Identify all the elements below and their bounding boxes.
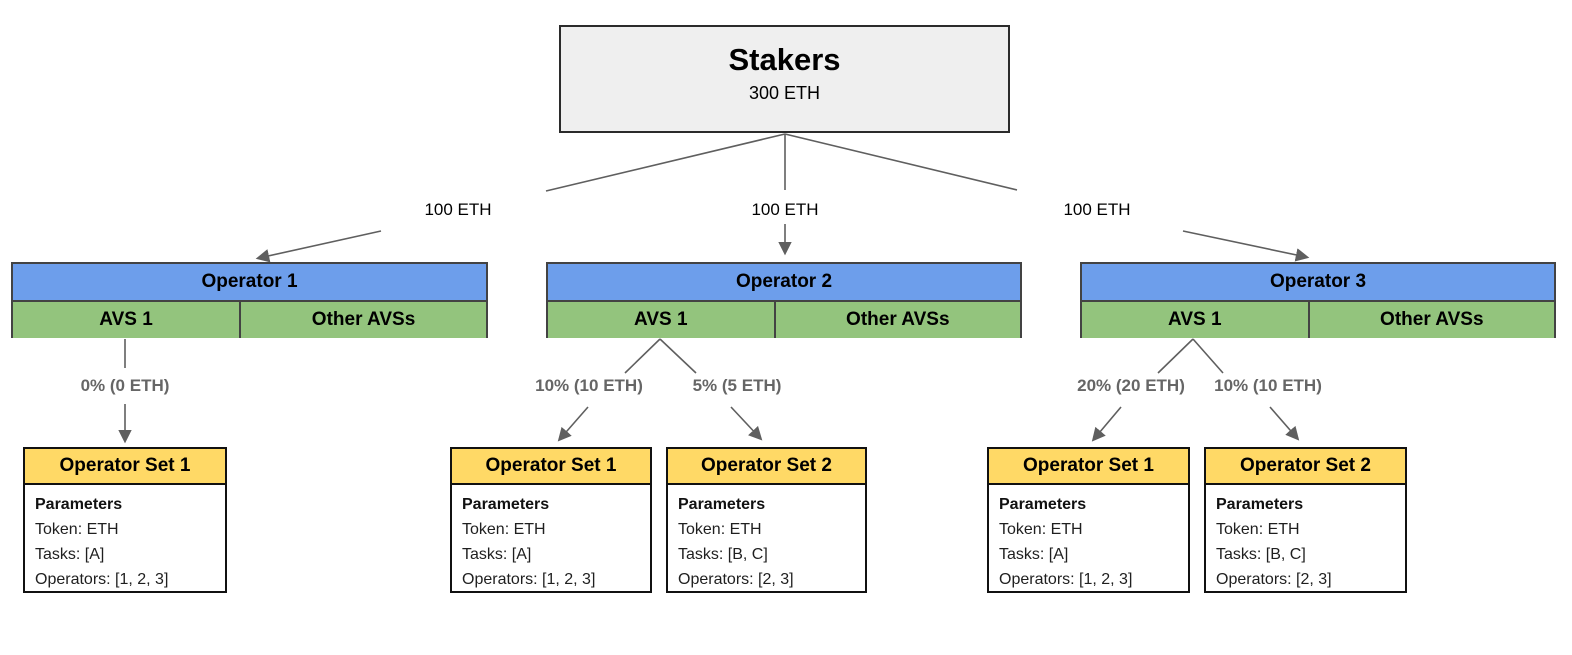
parameters-heading: Parameters [678, 496, 766, 513]
param-tasks: Tasks: [A] [462, 546, 532, 563]
param-token: Token: ETH [462, 521, 546, 538]
arrow-to-operator-3 [1182, 230, 1310, 262]
param-token: Token: ETH [35, 521, 119, 538]
param-operators: Operators: [2, 3] [678, 571, 794, 588]
operator-1-title: Operator 1 [13, 264, 486, 302]
op1-operator-set-1-box: Operator Set 1 Parameters Token: ETH Tas… [23, 447, 227, 593]
op2-operator-set-1-box: Operator Set 1 Parameters Token: ETH Tas… [450, 447, 652, 593]
allocation-label-op1-set1: 0% (0 ETH) [80, 376, 170, 395]
operator-1-avs1-cell: AVS 1 [13, 302, 242, 338]
operator-3-avs-row: AVS 1 Other AVSs [1082, 302, 1554, 338]
allocation-label-op3-set2: 10% (10 ETH) [1214, 376, 1322, 395]
stakers-title: Stakers [728, 42, 841, 77]
parameters-heading: Parameters [999, 496, 1087, 513]
stakers-fan-line-left [545, 133, 786, 192]
operator-3-title: Operator 3 [1082, 264, 1554, 302]
arrow-to-op2-set1 [557, 406, 589, 442]
stakers-amount: 300 ETH [748, 83, 821, 103]
operator-2-fork-right [659, 338, 697, 374]
allocation-label-op2-set2: 5% (5 ETH) [692, 376, 782, 395]
operator-2-avs-row: AVS 1 Other AVSs [548, 302, 1020, 338]
op2-operator-set-2-box: Operator Set 2 Parameters Token: ETH Tas… [666, 447, 867, 593]
operator-3-fork-right [1192, 338, 1224, 374]
operator-2-fork-left [624, 338, 661, 374]
arrow-to-op3-set1 [1091, 406, 1122, 442]
op2-operator-set-1-params: Parameters Token: ETH Tasks: [A] Operato… [452, 485, 650, 592]
stakers-fan-line-right [784, 133, 1018, 191]
operator-2-title: Operator 2 [548, 264, 1020, 302]
op2-operator-set-2-params: Parameters Token: ETH Tasks: [B, C] Oper… [668, 485, 865, 592]
operator-1-other-avss-cell: Other AVSs [241, 302, 486, 338]
op1-operator-set-1-params: Parameters Token: ETH Tasks: [A] Operato… [25, 485, 225, 592]
param-tasks: Tasks: [B, C] [678, 546, 768, 563]
parameters-heading: Parameters [1216, 496, 1304, 513]
parameters-heading: Parameters [35, 496, 123, 513]
allocation-label-op2-set1: 10% (10 ETH) [535, 376, 643, 395]
op2-operator-set-2-title: Operator Set 2 [668, 449, 865, 485]
operator-3-avs1-cell: AVS 1 [1082, 302, 1310, 338]
param-token: Token: ETH [1216, 521, 1300, 538]
op3-operator-set-2-title: Operator Set 2 [1206, 449, 1405, 485]
arrow-to-op3-set2 [1269, 406, 1300, 441]
operator-1-box: Operator 1 AVS 1 Other AVSs [11, 262, 488, 338]
operator-3-box: Operator 3 AVS 1 Other AVSs [1080, 262, 1556, 338]
op2-operator-set-1-title: Operator Set 1 [452, 449, 650, 485]
op3-operator-set-1-title: Operator Set 1 [989, 449, 1188, 485]
operator-3-other-avss-cell: Other AVSs [1309, 302, 1554, 338]
stakers-box: Stakers 300 ETH [559, 25, 1010, 133]
param-tasks: Tasks: [A] [999, 546, 1069, 563]
operator-2-other-avss-cell: Other AVSs [775, 302, 1020, 338]
arrow-to-operator-1 [255, 230, 382, 263]
operator-1-avs-row: AVS 1 Other AVSs [13, 302, 486, 338]
param-tasks: Tasks: [B, C] [1216, 546, 1306, 563]
operator-2-box: Operator 2 AVS 1 Other AVSs [546, 262, 1022, 338]
op3-operator-set-1-box: Operator Set 1 Parameters Token: ETH Tas… [987, 447, 1190, 593]
op3-operator-set-2-params: Parameters Token: ETH Tasks: [B, C] Oper… [1206, 485, 1405, 592]
param-operators: Operators: [1, 2, 3] [999, 571, 1133, 588]
param-operators: Operators: [1, 2, 3] [462, 571, 596, 588]
op3-operator-set-2-box: Operator Set 2 Parameters Token: ETH Tas… [1204, 447, 1407, 593]
stake-label-center: 100 ETH [751, 200, 819, 219]
param-tasks: Tasks: [A] [35, 546, 105, 563]
stake-label-right: 100 ETH [1063, 200, 1131, 219]
parameters-heading: Parameters [462, 496, 550, 513]
stake-label-left: 100 ETH [424, 200, 492, 219]
param-token: Token: ETH [678, 521, 762, 538]
op1-operator-set-1-title: Operator Set 1 [25, 449, 225, 485]
param-token: Token: ETH [999, 521, 1083, 538]
operator-2-avs1-cell: AVS 1 [548, 302, 776, 338]
param-operators: Operators: [1, 2, 3] [35, 571, 169, 588]
param-operators: Operators: [2, 3] [1216, 571, 1332, 588]
arrow-to-op2-set2 [730, 406, 763, 441]
allocation-label-op3-set1: 20% (20 ETH) [1077, 376, 1185, 395]
op3-operator-set-1-params: Parameters Token: ETH Tasks: [A] Operato… [989, 485, 1188, 592]
operator-3-fork-left [1157, 338, 1194, 374]
